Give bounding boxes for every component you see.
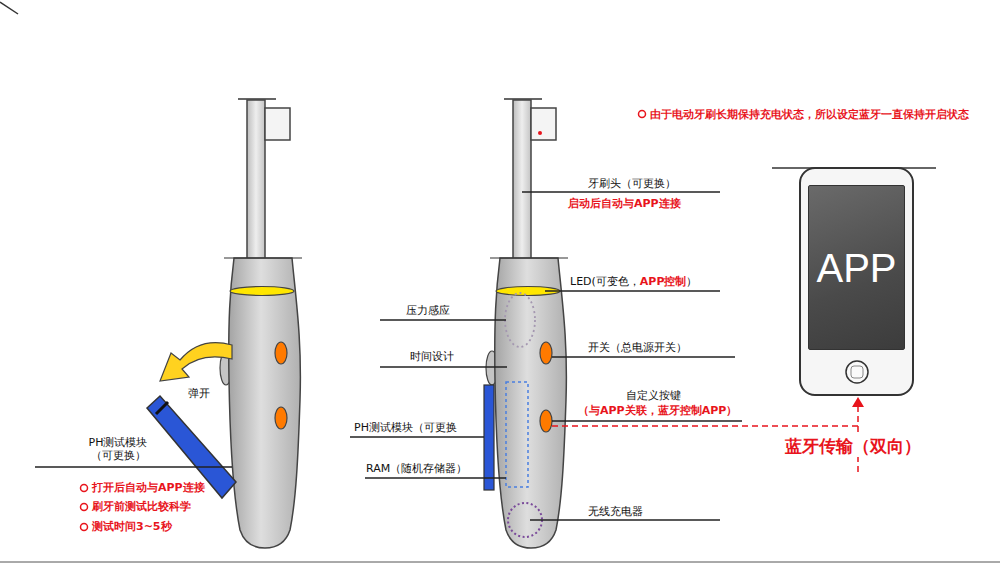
note-text: 打开后自动与APP连接 [92,481,205,494]
note-text: （与APP关联，蓝牙控制APP） [578,404,737,417]
toothbrush-right [484,99,568,548]
part-label: 自定义按键 [626,389,681,402]
sensor-dot [538,131,542,135]
bullet [81,485,88,492]
ph-module-band [156,402,168,414]
timer-ram [506,382,528,487]
part-label: RAM（随机存储器） [366,462,467,475]
arrow-head [852,397,864,407]
phone [772,168,936,395]
part-label: 牙刷头（可更换） [588,177,676,190]
bullets [81,111,646,531]
leader-line [365,477,506,478]
part-label: PH测试模块 （可更换） [80,436,156,462]
part-label: LED(可变色， [570,275,640,288]
leader-line [350,436,484,437]
part-label: 时间设计 [410,350,454,363]
leader-line [522,191,720,192]
power-button [540,342,552,364]
brush-body [495,258,567,548]
frame-mark [0,2,18,14]
leader-line [35,466,232,467]
pop-arrow [160,343,232,381]
part-label: PH测试模块（可更换 [354,421,457,434]
note-text: 刷牙前测试比较科学 [92,500,191,513]
toothbrush-left [147,99,302,548]
bullet [639,111,646,118]
led-ring [230,287,294,296]
leader-lines [35,192,742,520]
custom-button [275,407,287,429]
phone-body [800,168,913,395]
frame-line [0,562,1000,563]
home-button [846,361,868,383]
leader-line [380,319,506,320]
leader-line [552,420,742,421]
brush-head [531,108,556,140]
note-text: 测试时间3~5秒 [92,520,172,533]
brush-shaft [513,100,531,260]
sketch-line [490,257,568,258]
custom-button [540,410,552,432]
note-text: APP控制 [640,275,687,288]
note-text: 蓝牙传输（双向） [783,436,923,457]
part-label: 开关（总电源开关） [588,341,687,354]
leader-line [530,519,720,520]
note-text: 由于电动牙刷长期保持充电状态，所以设定蓝牙一直保持开启状态 [650,108,969,121]
home-button-mark [851,366,863,378]
ph-module [484,385,494,490]
part-label: 压力感应 [406,304,450,317]
part-label: ） [686,275,697,288]
sketch-line [224,257,302,258]
pressure-sensor [505,293,535,347]
app-label: APP [816,246,896,290]
bullet [81,504,88,511]
dashed-link [552,425,858,427]
part-label: 无线充电器 [588,505,643,518]
leader-line [380,366,507,367]
brush-head [265,108,290,140]
bullet [81,524,88,531]
leader-line [545,290,720,291]
bluetooth-link [552,397,864,472]
part-label: 弹开 [188,387,210,400]
leader-line [552,356,735,357]
app-screen: APP [808,185,905,350]
power-button [275,342,287,364]
note-text: 启动后自动与APP连接 [568,197,681,210]
brush-body [229,258,301,548]
brush-shaft [247,100,265,260]
